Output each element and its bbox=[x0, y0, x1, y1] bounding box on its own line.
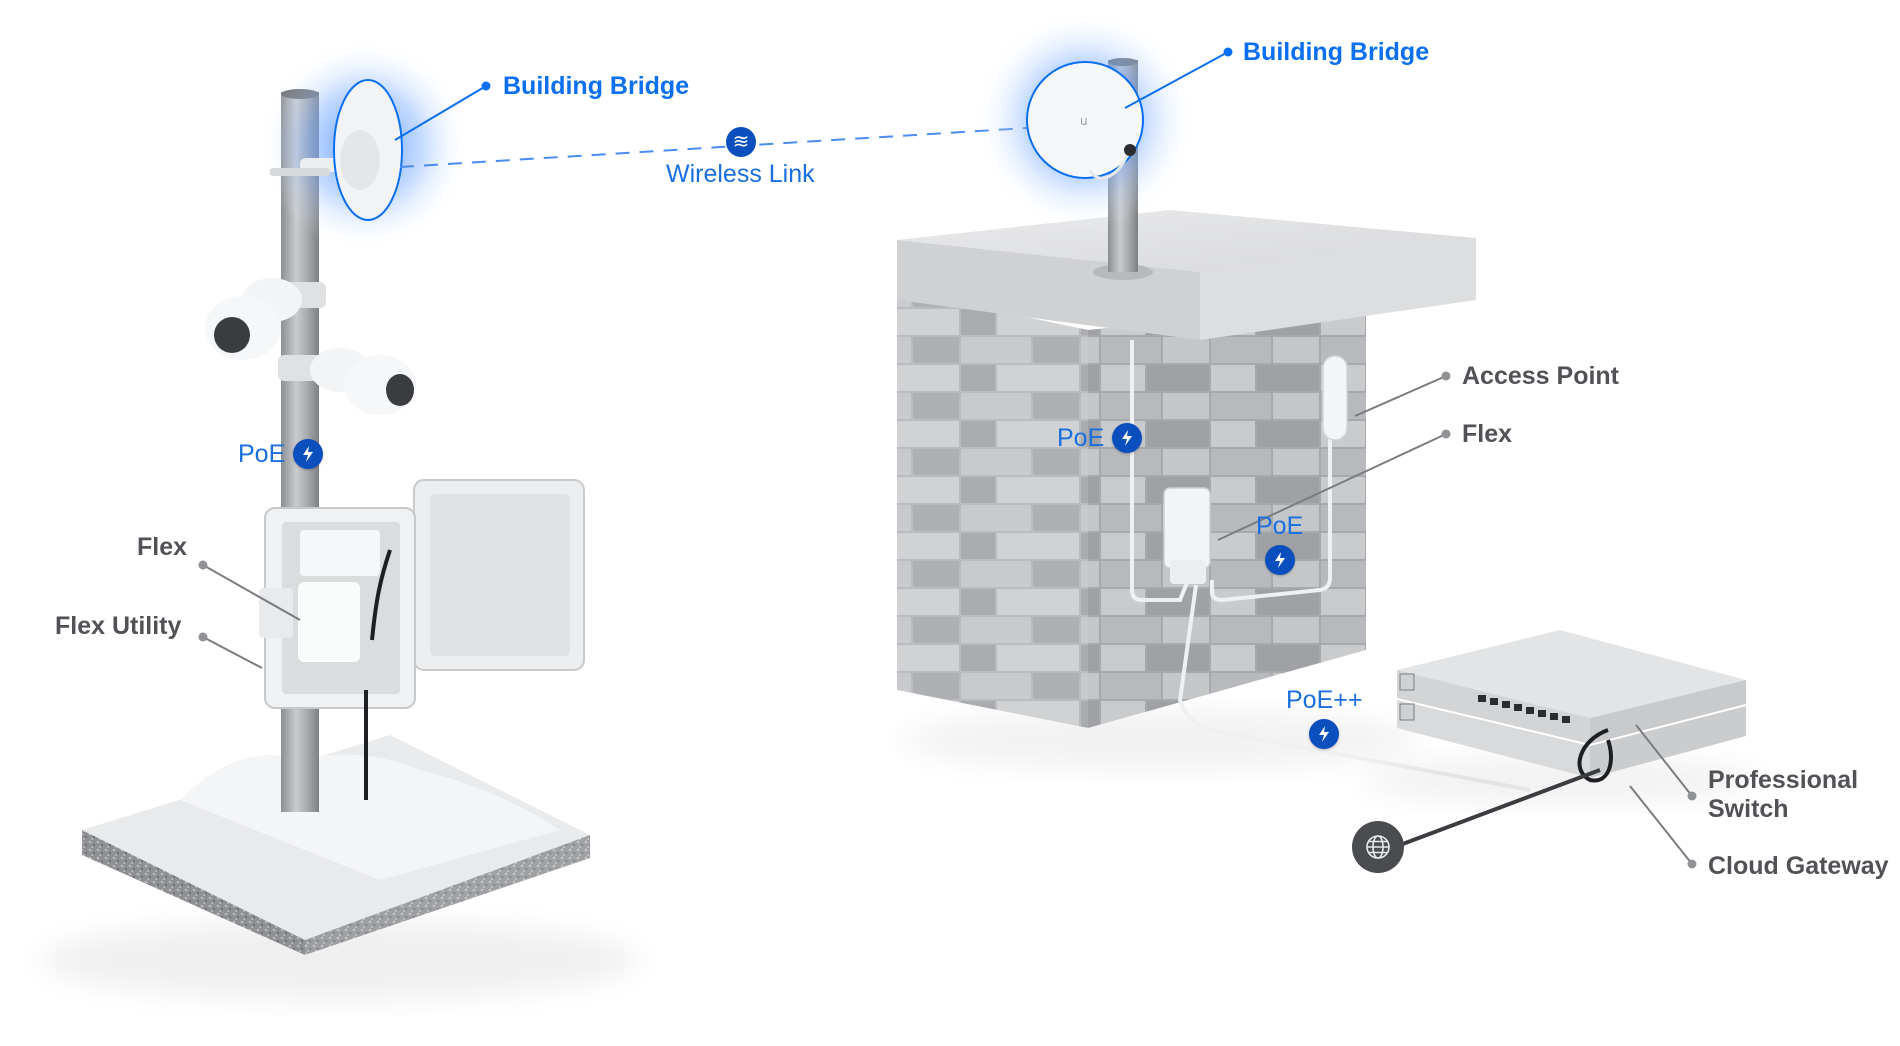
left-building-bridge-device bbox=[270, 79, 403, 221]
label-flex-utility: Flex Utility bbox=[55, 612, 182, 640]
lightning-bolt-icon bbox=[293, 439, 324, 469]
poe-badge-pole: PoE bbox=[238, 439, 324, 469]
wall-flex-switch bbox=[1163, 487, 1211, 584]
poe-label: PoE bbox=[1057, 423, 1105, 452]
building-wall-right bbox=[1088, 300, 1366, 728]
leader-lines-left bbox=[198, 81, 491, 669]
label-building-bridge-right: Building Bridge bbox=[1243, 38, 1430, 66]
snowy-ground-base bbox=[82, 735, 590, 955]
internet-uplink-cable bbox=[1399, 768, 1601, 847]
label-building-bridge-left: Building Bridge bbox=[503, 72, 690, 100]
label-wireless-link: Wireless Link bbox=[666, 160, 815, 188]
globe-icon bbox=[1352, 821, 1404, 873]
poe-badge-wall-upper: PoE bbox=[1057, 423, 1143, 453]
lightning-bolt-icon bbox=[1112, 423, 1143, 453]
label-cloud-gateway: Cloud Gateway bbox=[1708, 852, 1889, 880]
flex-utility-enclosure bbox=[259, 479, 585, 800]
left-pole-scene bbox=[40, 40, 640, 1000]
label-access-point: Access Point bbox=[1462, 362, 1620, 390]
building-wall-left bbox=[897, 290, 1088, 728]
right-building-bridge-device: u bbox=[1026, 61, 1144, 180]
svg-text:u: u bbox=[1080, 114, 1088, 128]
label-professional-switch-line1: Professional bbox=[1708, 766, 1859, 794]
leader-lines-right bbox=[1124, 47, 1451, 541]
label-flex-right: Flex bbox=[1462, 420, 1513, 448]
security-cameras bbox=[205, 278, 416, 415]
wireless-waves-icon: ≋ bbox=[726, 127, 756, 157]
cloud-gateway bbox=[1397, 700, 1746, 778]
poe-label: PoE bbox=[1256, 512, 1304, 540]
poe-badge-switch-uplink: PoE++ bbox=[1286, 686, 1362, 749]
label-professional-switch-line2: Switch bbox=[1708, 794, 1789, 823]
poe-label: PoE++ bbox=[1286, 686, 1363, 714]
poe-badge-wall-flex: PoE bbox=[1256, 512, 1303, 575]
label-professional-switch: Professional Switch bbox=[1708, 766, 1858, 824]
outdoor-access-point bbox=[1322, 355, 1348, 441]
wall-cabling bbox=[1130, 340, 1531, 792]
rack-equipment bbox=[1360, 630, 1760, 869]
professional-switch bbox=[1397, 630, 1746, 744]
label-flex-left: Flex bbox=[137, 533, 188, 561]
poe-label: PoE bbox=[238, 439, 286, 468]
lightning-bolt-icon bbox=[1264, 545, 1295, 575]
lightning-bolt-icon bbox=[1309, 719, 1340, 749]
right-building-scene: u bbox=[897, 10, 1531, 792]
